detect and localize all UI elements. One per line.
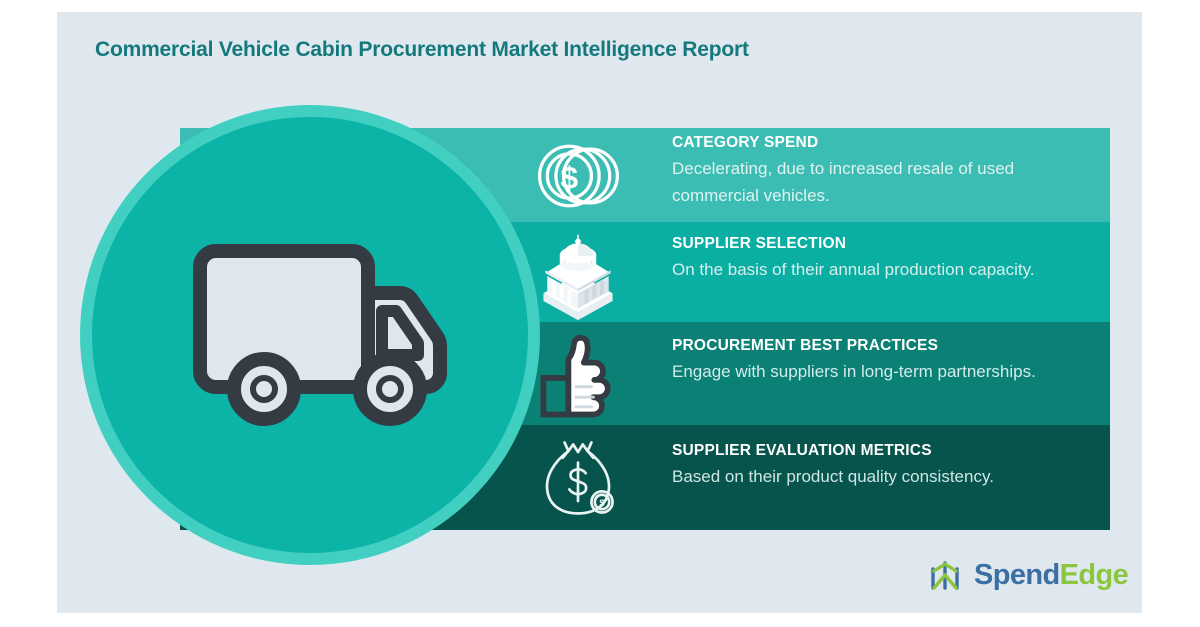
row-title: SUPPLIER EVALUATION METRICS bbox=[672, 442, 932, 459]
row-title: PROCUREMENT BEST PRACTICES bbox=[672, 337, 939, 354]
row-title: CATEGORY SPEND bbox=[672, 134, 819, 151]
hero-circle-outer bbox=[80, 105, 540, 565]
row-text-procurement-best-practices: PROCUREMENT BEST PRACTICES Engage with s… bbox=[672, 336, 1092, 385]
bank-building-icon bbox=[530, 232, 626, 321]
money-bag-dollar-icon: $ bbox=[530, 432, 626, 522]
logo-word-spend: Spend bbox=[974, 559, 1060, 591]
spendedge-logo: SpendEdge bbox=[925, 555, 1129, 595]
row-text-category-spend: CATEGORY SPEND Decelerating, due to incr… bbox=[672, 133, 1092, 209]
row-text-supplier-selection: SUPPLIER SELECTION On the basis of their… bbox=[672, 234, 1092, 283]
row-description: Based on their product quality consisten… bbox=[672, 467, 994, 486]
svg-text:$: $ bbox=[561, 159, 579, 195]
row-description: Decelerating, due to increased resale of… bbox=[672, 159, 1015, 205]
row-text-supplier-evaluation-metrics: SUPPLIER EVALUATION METRICS Based on the… bbox=[672, 441, 1092, 490]
logo-word-edge: Edge bbox=[1059, 559, 1129, 591]
row-title: SUPPLIER SELECTION bbox=[672, 235, 847, 252]
svg-text:$: $ bbox=[599, 498, 605, 509]
row-description: Engage with suppliers in long-term partn… bbox=[672, 362, 1036, 381]
coins-dollar-icon: $ bbox=[530, 135, 626, 217]
logo-wordmark: SpendEdge bbox=[974, 559, 1129, 591]
hero-circle-inner bbox=[92, 117, 528, 553]
thumbs-up-icon bbox=[530, 334, 626, 422]
page-title: Commercial Vehicle Cabin Procurement Mar… bbox=[95, 38, 749, 61]
spendedge-tri-branch-icon bbox=[925, 555, 965, 595]
row-description: On the basis of their annual production … bbox=[672, 260, 1035, 279]
delivery-truck-icon bbox=[182, 235, 462, 435]
